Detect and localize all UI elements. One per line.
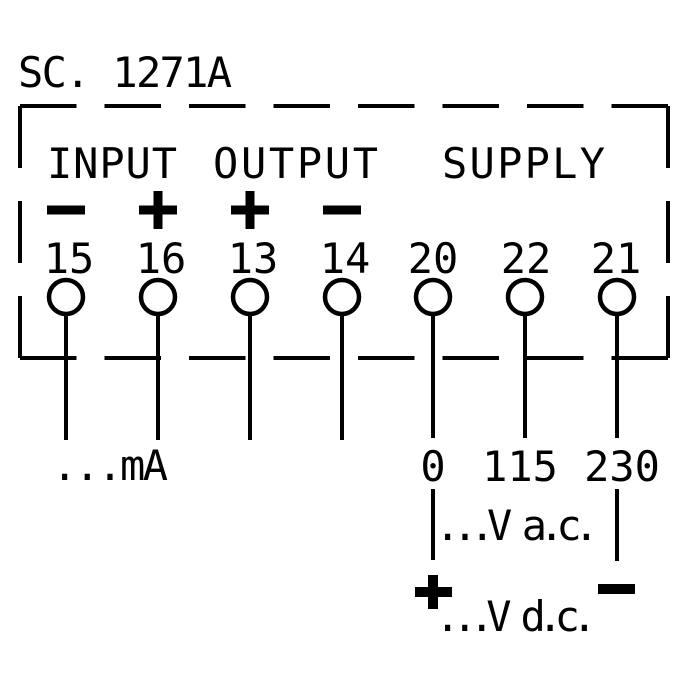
dc-rating-label: ...V d.c. [435, 592, 597, 641]
polarity-marks [47, 191, 361, 229]
plus-icon [231, 191, 269, 229]
terminal-block-outline [18, 104, 670, 360]
dc-polarity-marks [415, 575, 635, 609]
terminal-circle [413, 277, 453, 317]
ac-tap-0: 0 [420, 442, 445, 491]
terminal-number: 22 [501, 234, 552, 283]
terminal-leads [64, 314, 619, 561]
section-label-output: OUTPUT [213, 139, 378, 188]
terminal-number: 14 [320, 234, 371, 283]
ac-tap-115: 115 [482, 442, 558, 491]
ac-tap-230: 230 [584, 442, 660, 491]
terminal-number: 15 [44, 234, 95, 283]
terminal-circle [322, 277, 362, 317]
input-range-label: ...mA [52, 441, 168, 490]
ac-rating-label: ...V a.c. [435, 501, 599, 550]
terminal-circle [597, 277, 637, 317]
plus-icon [415, 575, 452, 609]
section-label-input: INPUT [47, 139, 177, 188]
section-label-supply: SUPPLY [442, 139, 605, 188]
plus-icon [139, 191, 177, 229]
terminal-circle [230, 277, 270, 317]
terminal-number: 13 [228, 234, 279, 283]
terminal-number: 16 [136, 234, 187, 283]
drawing-title: SC. 1271A [18, 48, 232, 97]
ac-tap-labels: 0 115 230 [420, 442, 660, 491]
terminal-circle [46, 277, 86, 317]
terminal-circle [138, 277, 178, 317]
terminal-circle [505, 277, 545, 317]
terminal-numbers: 15 16 13 14 20 22 21 [44, 234, 642, 283]
terminal-number: 20 [408, 234, 459, 283]
terminal-circles [46, 277, 637, 317]
terminal-number: 21 [591, 234, 642, 283]
